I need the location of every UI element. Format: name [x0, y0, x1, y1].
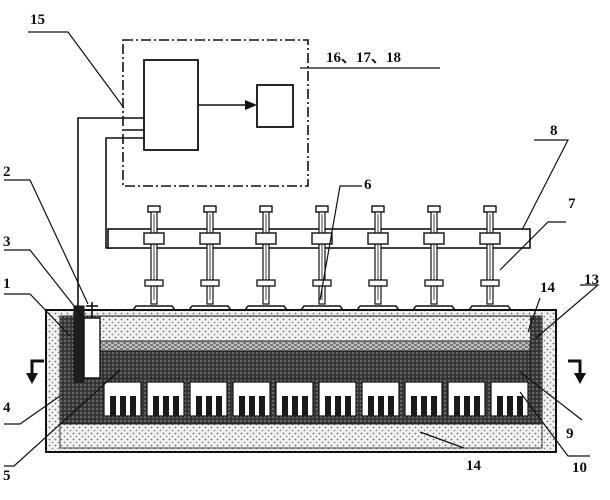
rod-cap [427, 205, 441, 213]
metal-layer [99, 350, 531, 379]
callout-15: 15 [30, 12, 45, 28]
rod-cap [259, 205, 273, 213]
rod-collar [256, 279, 276, 287]
beam-clamp [143, 232, 165, 245]
collector-bar [507, 396, 513, 416]
beam-clamp [255, 232, 277, 245]
cathode-block-9 [447, 381, 486, 417]
cathode-block-2 [146, 381, 185, 417]
collector-bar [411, 396, 417, 416]
collector-bar [259, 396, 265, 416]
callout-14-right: 14 [540, 280, 556, 296]
anode-assembly-7 [479, 205, 501, 305]
cathode-block-3 [189, 381, 228, 417]
collector-bar [282, 396, 288, 416]
collector-bar [378, 396, 384, 416]
callout-16-17-18: 16、17、18 [326, 50, 401, 66]
sensor-probe [73, 302, 101, 383]
cathode-blocks [103, 381, 529, 417]
rod-collar [424, 279, 444, 287]
cathode-block-4 [232, 381, 271, 417]
collector-bar [153, 396, 159, 416]
cathode-block-5 [275, 381, 314, 417]
beam-clamp [479, 232, 501, 245]
collector-bar [216, 396, 222, 416]
rod-collar [480, 279, 500, 287]
rod-cap [483, 205, 497, 213]
callout-4: 4 [3, 400, 11, 416]
collector-bar [497, 396, 503, 416]
cathode-block-6 [318, 381, 357, 417]
bottom-insulation [59, 423, 543, 449]
rod-collar [312, 279, 332, 287]
cell-body [45, 309, 557, 453]
leader-lines [4, 31, 600, 467]
collector-bar [239, 396, 245, 416]
output-device-box [256, 84, 294, 128]
collector-bar [325, 396, 331, 416]
collector-bar [206, 396, 212, 416]
callout-3: 3 [3, 234, 11, 250]
rod-collar [368, 279, 388, 287]
beam-clamp [199, 232, 221, 245]
beam-clamp [423, 232, 445, 245]
collector-bar [173, 396, 179, 416]
callout-10: 10 [572, 460, 587, 476]
collector-bar [421, 396, 427, 416]
callout-1: 1 [3, 276, 11, 292]
collector-bar [474, 396, 480, 416]
collector-bar [130, 396, 136, 416]
anode-assembly-3 [255, 205, 277, 305]
signal-arrow [245, 100, 257, 110]
collector-bar [517, 396, 523, 416]
rod-collar [144, 279, 164, 287]
collector-bar [163, 396, 169, 416]
callout-labels: 15 16、17、18 8 6 7 2 3 1 14 13 4 9 5 14 1… [3, 12, 599, 484]
callout-5: 5 [3, 468, 11, 484]
anode-assembly-2 [199, 205, 221, 305]
collector-bar [120, 396, 126, 416]
callout-8: 8 [550, 123, 558, 139]
collector-bar [249, 396, 255, 416]
electrolyte-layer [99, 340, 531, 352]
collector-bar [454, 396, 460, 416]
collector-bar [368, 396, 374, 416]
anode-assembly-1 [143, 205, 165, 305]
rod-cap [315, 205, 329, 213]
collector-bar [110, 396, 116, 416]
cathode-block-7 [361, 381, 400, 417]
cathode-block-10 [490, 381, 529, 417]
collector-bar [292, 396, 298, 416]
rod-cap [203, 205, 217, 213]
flow-arrow-right [568, 359, 586, 384]
rod-cap [147, 205, 161, 213]
control-system-enclosure [122, 39, 309, 187]
callout-6: 6 [364, 177, 372, 193]
collector-bar [302, 396, 308, 416]
collector-bar [345, 396, 351, 416]
collector-bar [196, 396, 202, 416]
beam-clamp [311, 232, 333, 245]
callout-7: 7 [568, 196, 576, 212]
flow-arrow-left [26, 359, 44, 384]
controller-box [143, 59, 199, 151]
beam-clamp [367, 232, 389, 245]
rod-cap [371, 205, 385, 213]
collector-bar [464, 396, 470, 416]
rod-collar [200, 279, 220, 287]
cathode-block-1 [103, 381, 142, 417]
anode-assembly-5 [367, 205, 389, 305]
collector-bar [431, 396, 437, 416]
cathode-block-8 [404, 381, 443, 417]
signal-wires [77, 117, 144, 310]
callout-14-bottom: 14 [466, 458, 482, 474]
anode-assembly-6 [423, 205, 445, 305]
collector-bar [335, 396, 341, 416]
callout-9: 9 [566, 426, 574, 442]
collector-bar [388, 396, 394, 416]
callout-2: 2 [3, 164, 11, 180]
side-lining-right [530, 316, 542, 424]
callout-13: 13 [584, 272, 599, 288]
